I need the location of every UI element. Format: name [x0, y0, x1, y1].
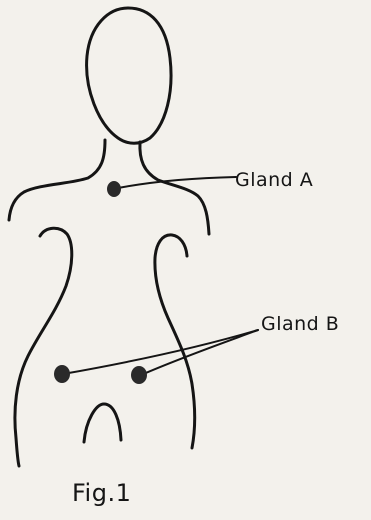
- left-torso-outline: [15, 228, 72, 466]
- head-outline: [87, 8, 171, 143]
- gland-b-label: Gland B: [261, 315, 339, 334]
- left-neck-shoulder-outline: [9, 140, 105, 220]
- gland-a-label: Gland A: [235, 171, 313, 190]
- gland-b-pointer-line-2: [141, 330, 258, 375]
- figure-caption: Fig.1: [72, 481, 131, 505]
- crotch-outline: [84, 404, 121, 442]
- right-torso-outline: [155, 235, 195, 448]
- right-neck-shoulder-outline: [140, 142, 209, 234]
- gland-b-right-dot: [131, 366, 147, 384]
- gland-a-dot: [107, 181, 121, 197]
- gland-b-left-dot: [54, 365, 70, 383]
